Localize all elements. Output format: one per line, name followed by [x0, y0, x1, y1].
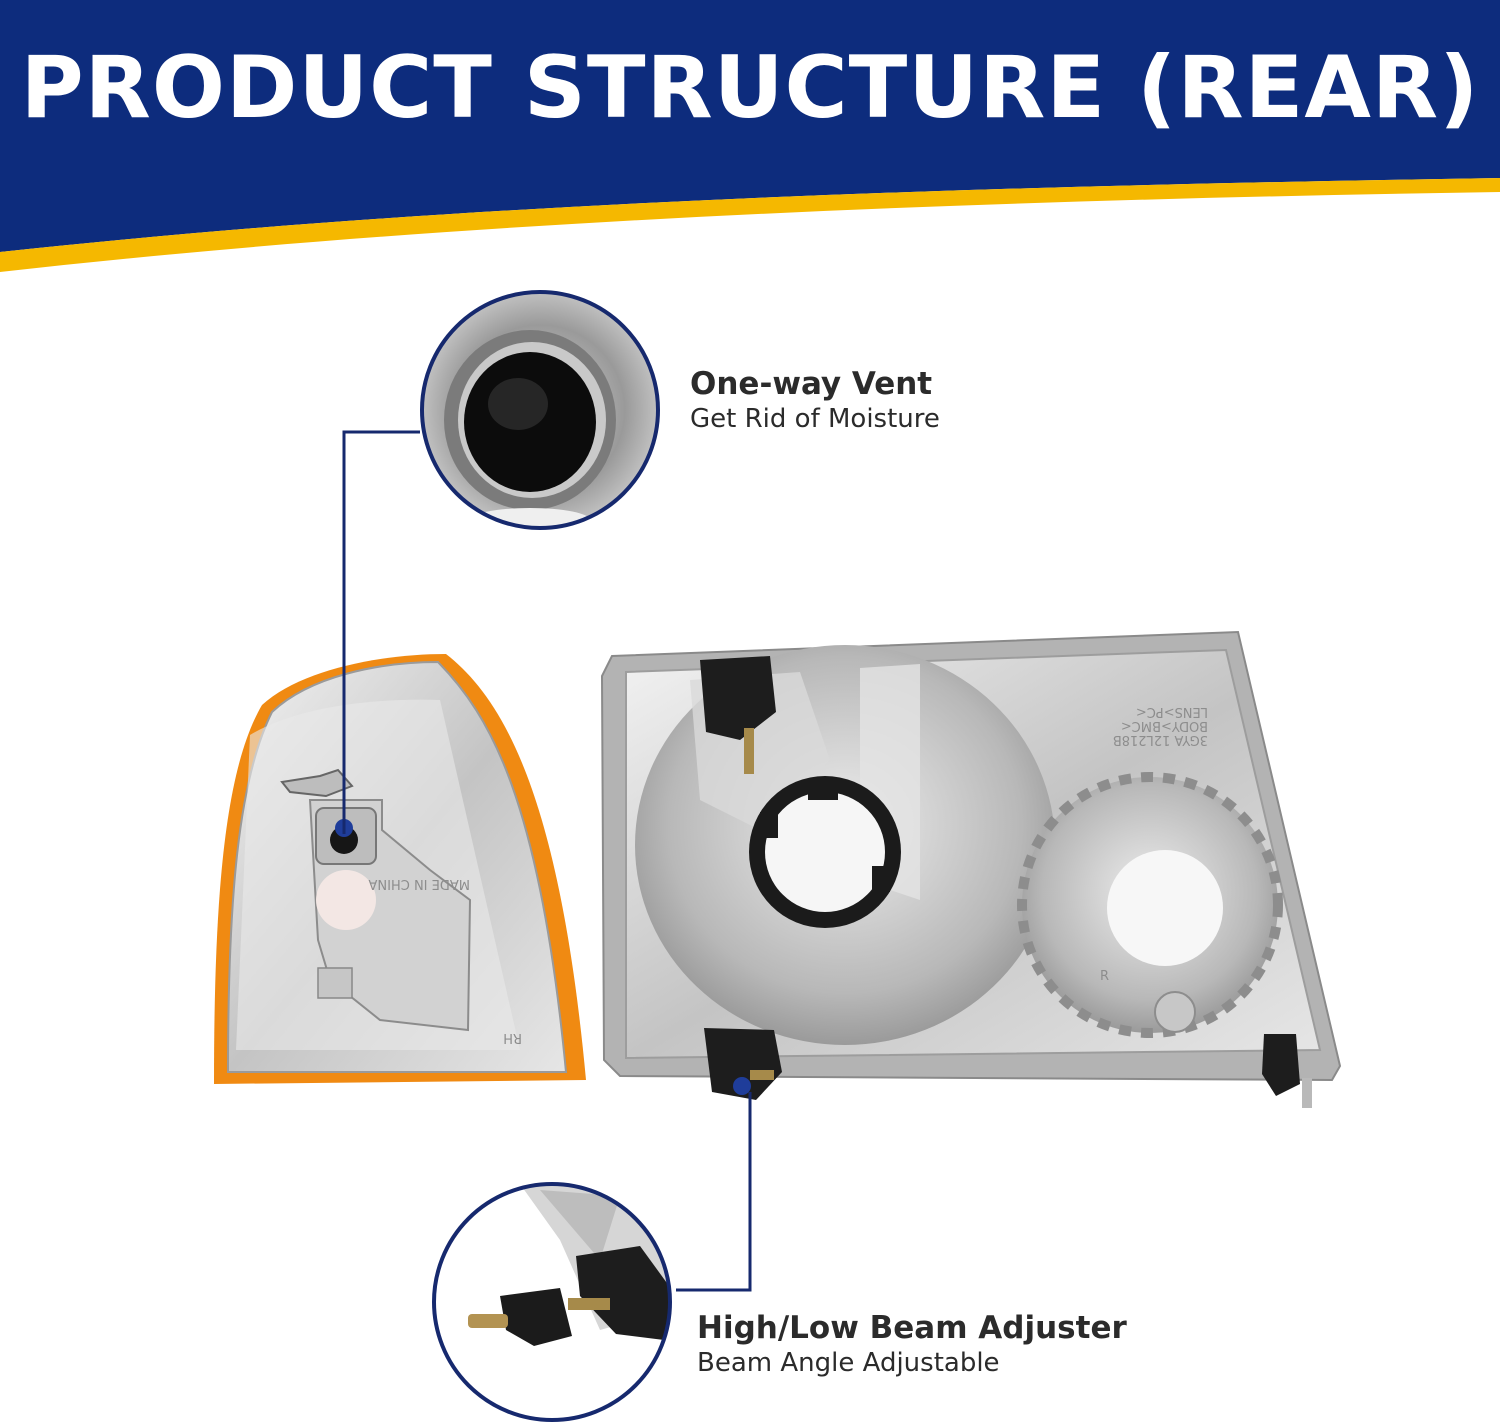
- headlight-side-text: R: [1100, 969, 1109, 984]
- vent-callout-title: One-way Vent: [690, 366, 933, 402]
- headlight-housing: R: [600, 630, 1342, 1108]
- adjuster-callout-subtitle: Beam Angle Adjustable: [697, 1348, 1000, 1378]
- corner-lamp: MADE IN CHINA RH: [214, 654, 586, 1084]
- header-banner: [0, 0, 1500, 272]
- adjuster-callout: High/Low Beam Adjuster Beam Angle Adjust…: [697, 1310, 1127, 1380]
- corner-side-text: RH: [503, 1030, 522, 1045]
- headlight-embossed-codes: LENS>PC< BODY>BMC< 3GYA 12L218B: [1113, 704, 1208, 747]
- adjuster-detail-circle: [432, 1182, 672, 1422]
- page-title: PRODUCT STRUCTURE (REAR): [20, 38, 1480, 138]
- vent-callout: One-way Vent Get Rid of Moisture: [690, 366, 940, 436]
- vent-connector-line: [342, 430, 420, 834]
- adjuster-callout-title: High/Low Beam Adjuster: [697, 1310, 1127, 1346]
- headlight-code-2: BODY>BMC<: [1121, 718, 1208, 733]
- vent-callout-subtitle: Get Rid of Moisture: [690, 404, 940, 434]
- corner-made-in-text: MADE IN CHINA: [368, 876, 470, 891]
- adjuster-connector-line: [676, 1092, 752, 1292]
- vent-detail-circle: [420, 290, 660, 530]
- headlight-code-3: 3GYA 12L218B: [1113, 732, 1208, 747]
- headlight-code-1: LENS>PC<: [1136, 704, 1208, 719]
